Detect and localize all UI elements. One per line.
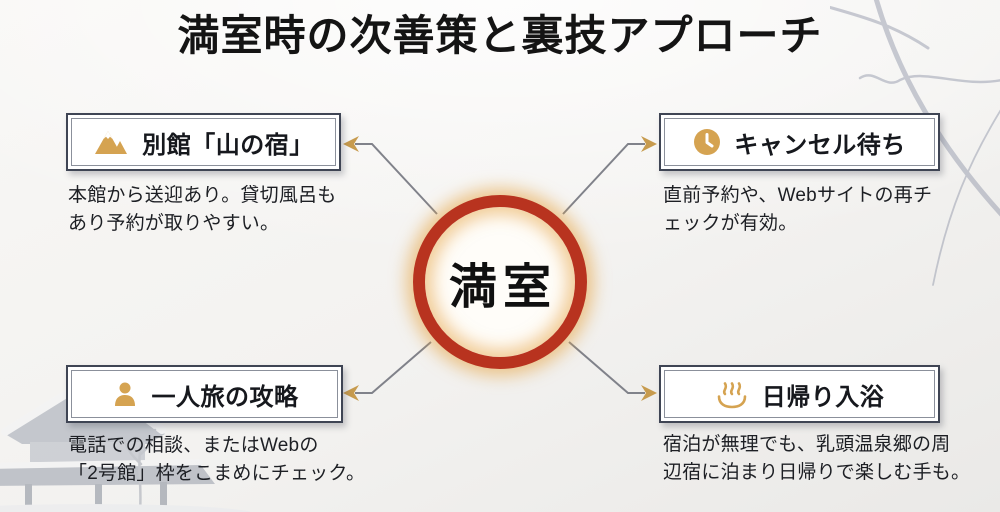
center-circle: 満室	[413, 195, 587, 369]
card-day-trip-bath-desc: 宿泊が無理でも、乳頭温泉郷の周 辺宿に泊まり日帰りで楽しむ手も。	[663, 434, 971, 484]
card-day-trip-bath-inner: 日帰り入浴	[664, 370, 935, 418]
card-annex-label: 別館「山の宿」	[142, 131, 314, 159]
arrowhead-bottom-left	[343, 385, 359, 401]
card-annex-inner: 別館「山の宿」	[71, 118, 336, 166]
arrowhead-top-right	[641, 136, 657, 152]
page-title: 満室時の次善策と裏技アプローチ	[177, 14, 823, 60]
arrowhead-top-left	[343, 136, 359, 152]
card-cancel-wait-desc: 直前予約や、Webサイトの再チ ェックが有効。	[663, 185, 933, 235]
card-solo-travel-label: 一人旅の攻略	[151, 383, 299, 411]
connector-bottom-right	[568, 341, 645, 394]
card-day-trip-bath: 日帰り入浴	[659, 365, 940, 423]
card-annex: 別館「山の宿」	[66, 113, 341, 171]
arrowhead-bottom-right	[641, 385, 657, 401]
card-cancel-wait-inner: キャンセル待ち	[664, 118, 935, 166]
card-cancel-wait-label: キャンセル待ち	[734, 131, 906, 159]
connector-top-left	[355, 143, 438, 215]
center-label: 満室	[448, 261, 557, 314]
card-solo-travel-inner: 一人旅の攻略	[71, 370, 338, 418]
mountain-icon	[93, 127, 129, 157]
card-solo-travel-desc: 電話での相談、またはWebの 「2号館」枠をこまめにチェック。	[68, 435, 366, 485]
card-day-trip-bath-label: 日帰り入浴	[761, 383, 885, 411]
card-cancel-wait: キャンセル待ち	[659, 113, 940, 171]
connector-bottom-left	[355, 341, 432, 394]
card-solo-travel: 一人旅の攻略	[66, 365, 343, 423]
clock-icon	[693, 128, 721, 156]
connector-top-right	[562, 143, 645, 215]
card-annex-desc: 本館から送迎あり。貸切風呂も あり予約が取りやすい。	[68, 185, 337, 235]
onsen-icon	[715, 380, 749, 409]
person-icon	[111, 380, 139, 408]
